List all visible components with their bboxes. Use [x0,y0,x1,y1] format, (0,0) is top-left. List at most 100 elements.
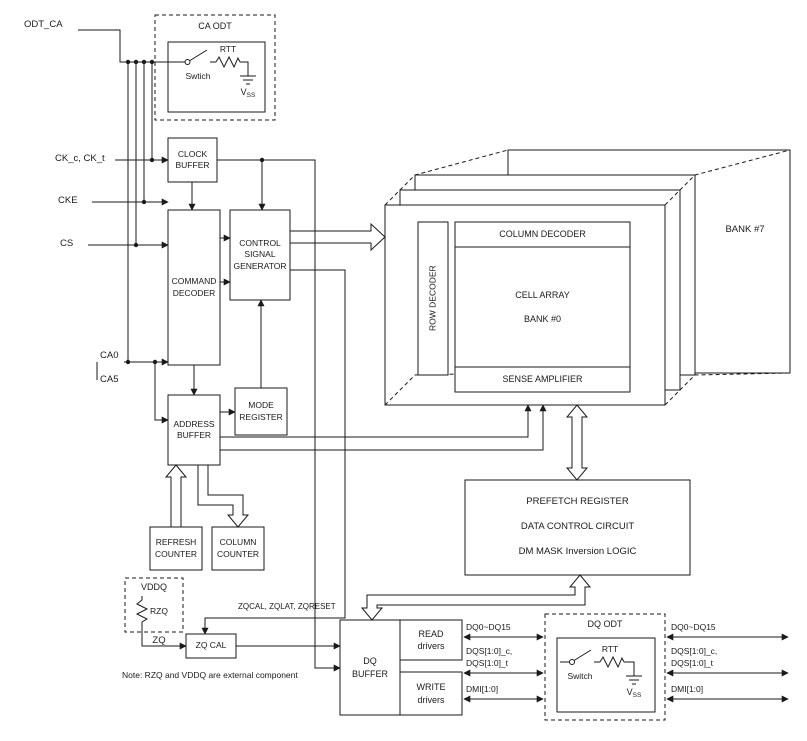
io-left-dqs-t: DQS[1:0]_t [466,658,509,668]
ground-symbol-dq [626,675,642,685]
prefetch-line2: DATA CONTROL CIRCUIT [520,521,635,533]
read-drivers-label: READ drivers [417,628,445,651]
pin-odt-ca: ODT_CA [24,19,63,30]
junction-dot [125,359,131,365]
wire-rzq-to-zqcal [141,624,187,650]
ca-odt-inner-box [167,41,266,113]
junction-dot [149,59,155,65]
rzq-label: RZQ [150,606,168,616]
wire-ca-rtt-to-ground [240,61,249,76]
prefetch-label: PREFETCH REGISTER DATA CONTROL CIRCUIT D… [465,480,690,575]
junction-dot [125,59,131,65]
ca-vss-subscript: SS [246,92,256,99]
dq-vss-subscript: SS [632,692,642,699]
io-left-dmi: DMI[1:0] [466,684,499,694]
junction-dot [141,199,147,205]
junction-dot [259,157,265,163]
dq-vss-label: VSS [618,687,650,700]
prefetch-line1: PREFETCH REGISTER [526,496,629,508]
clock-buffer-label: CLOCK BUFFER [175,148,210,170]
junction-dots [125,59,265,365]
io-right-dq: DQ0~DQ15 [671,622,716,632]
pin-zq: ZQ [152,635,166,646]
io-right-dmi: DMI[1:0] [671,684,704,694]
vddq-box [124,577,184,633]
prefetch-box [464,479,691,576]
wire-ca-to-address-buffer [154,362,169,424]
ca-vss-label: VSS [232,87,264,100]
zq-cal-label: ZQ CAL [195,640,227,651]
row-decoder-label: ROW DECODER [427,265,438,332]
row-decoder-box [417,221,449,376]
ground-symbol-ca [240,75,256,85]
pin-ca0: CA0 [100,350,119,361]
bank7-label: BANK #7 [725,224,765,235]
column-counter-box [211,526,265,571]
rzq-resistor [135,599,149,624]
dq-switch-contact [569,659,575,665]
clock-buffer-box [167,137,218,183]
pin-ca5: CA5 [100,374,119,385]
wire-clock-distribution [217,159,341,672]
refresh-counter-box [149,526,203,571]
command-decoder-box [167,209,221,366]
mode-register-label: MODE REGISTER [239,400,283,422]
io-left-dqs-c: DQS[1:0]_c, [466,646,513,656]
dq-switch-lever [573,649,592,661]
dq-switch-label: Switch [567,671,593,681]
io-right-dqs-c: DQS[1:0]_c, [671,646,718,656]
arrow-csg-to-bank [289,222,386,252]
vddq-label: VDDQ [140,582,167,592]
bank-depth-edge-topright [664,149,791,206]
sense-amplifier-box [454,366,631,393]
address-buffer-box [167,394,221,466]
ca-vss-base: V [240,87,247,97]
write-drivers-box [399,671,463,716]
dq-odt-inner-box [556,637,656,713]
junction-dot [133,59,139,65]
junction-dot [141,59,147,65]
bank-depth-edge-topleft [384,149,509,206]
rtt-resistor-ca [215,55,241,69]
pin-cs: CS [60,238,74,249]
cell-array-line2: BANK #0 [523,313,562,324]
arrow-prefetch-dq-buffer [360,574,592,621]
cell-array-box [454,246,631,368]
pin-cke: CKE [58,195,78,206]
control-signal-generator-box [229,209,291,301]
io-left-dq: DQ0~DQ15 [466,622,511,632]
rtt-resistor-dq [599,655,625,669]
dq-odt-title: DQ ODT [587,619,623,629]
wire-zq-commands [201,269,346,635]
zq-commands-label: ZQCAL, ZQLAT, ZQRESET [238,602,336,611]
ca-rtt-label: RTT [219,44,237,54]
bank-depth-edge-bottomleft [384,372,509,406]
arrow-address-buffer-to-column-counter [197,464,250,528]
wire-address-to-bank-1 [220,404,532,438]
ca-switch-contact [184,59,191,65]
column-counter-label: COLUMN COUNTER [216,537,260,559]
address-buffer-label: ADDRESS BUFFER [173,418,215,440]
cell-array-label: CELL ARRAY BANK #0 [455,247,630,367]
refresh-counter-label: REFRESH COUNTER [154,537,198,559]
arrow-bank-prefetch [565,404,589,481]
pin-ck: CK_c, CK_t [55,153,105,164]
dq-vss-base: V [626,687,633,697]
command-decoder-label: COMMAND DECODER [171,276,217,298]
junction-dot [149,157,155,163]
junction-dot [133,242,139,248]
external-component-note: Note: RZQ and VDDQ are external componen… [122,670,298,680]
wire-dq-rtt-to-ground [624,661,635,676]
read-drivers-box [399,619,463,661]
junction-dot [152,359,158,365]
column-decoder-box [454,221,631,248]
io-right-dqs-t: DQS[1:0]_t [671,658,714,668]
ca-switch-label: Swtich [185,71,211,81]
ca-odt-title: CA ODT [198,21,232,31]
column-decoder-label: COLUMN DECODER [499,229,586,240]
write-drivers-label: WRITE drivers [416,682,446,705]
prefetch-line3: DM MASK Inversion LOGIC [518,545,637,557]
dq-buffer-label: DQ BUFFER [352,656,388,679]
